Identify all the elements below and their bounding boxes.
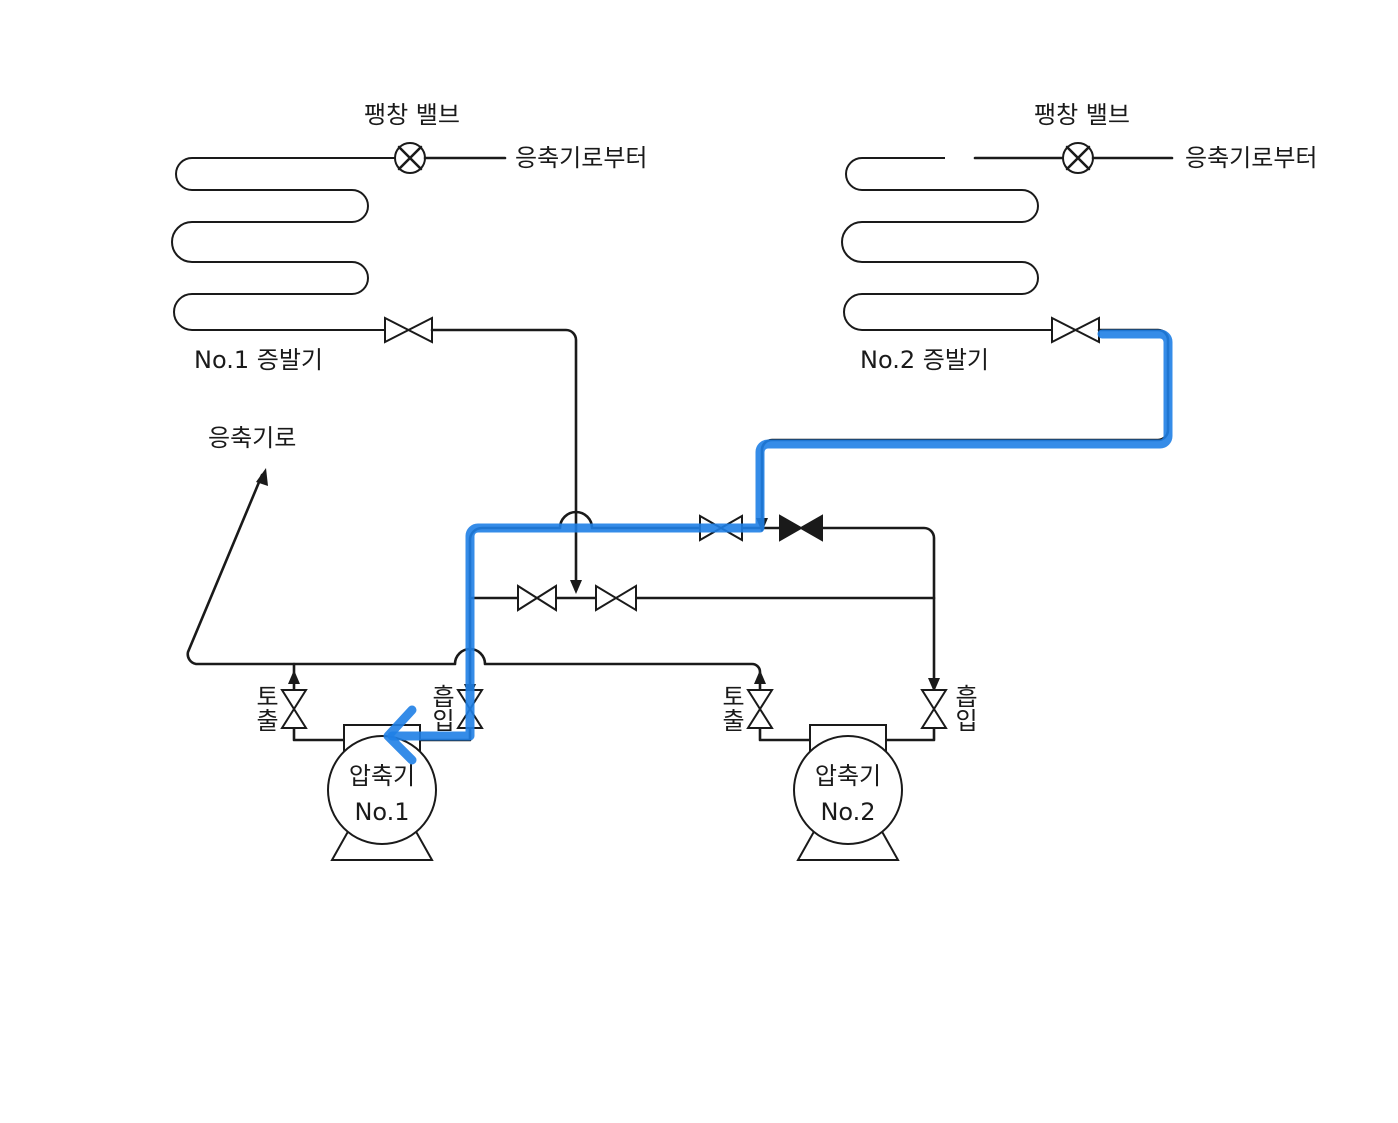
from-condenser-1-label: 응축기로부터 — [515, 144, 647, 172]
evaporator-1-outlet-valve-icon — [384, 316, 433, 344]
highlighted-flow-path — [383, 329, 1173, 765]
from-condenser-2-label: 응축기로부터 — [1185, 144, 1317, 172]
suction-valve-2-icon — [920, 689, 948, 729]
compressor-1-number: No.1 — [354, 798, 409, 826]
to-condenser-label: 응축기로 — [208, 424, 296, 452]
evaporator-1: 팽창 밸브 응축기로부터 No.1 증발기 — [171, 101, 647, 374]
flow-path-highlight — [387, 329, 1173, 741]
compressor-1-body — [327, 735, 437, 845]
discharge-valve-2-icon — [746, 689, 774, 729]
crossover-valve-1-icon — [517, 584, 557, 612]
compressor-2-number: No.2 — [820, 798, 875, 826]
valves — [280, 514, 948, 729]
evaporator-1-name: No.1 증발기 — [194, 346, 323, 374]
evaporator-1-coil — [171, 157, 395, 331]
piping — [186, 328, 1170, 742]
expansion-valve-1-label: 팽창 밸브 — [364, 101, 460, 129]
compressor-2-suction-label: 흡입 — [950, 684, 978, 732]
evaporator-2: 팽창 밸브 응축기로부터 No.2 증발기 — [841, 101, 1317, 374]
discharge-valve-1-icon — [280, 689, 308, 729]
compressor-1-suction-label: 흡입 — [427, 684, 455, 732]
expansion-valve-2-label: 팽창 밸브 — [1034, 101, 1130, 129]
evaporator-2-name: No.2 증발기 — [860, 346, 989, 374]
flow-direction-arrow — [383, 705, 417, 765]
compressor-1: 압축기 No.1 토출 흡입 — [251, 684, 455, 861]
compressor-1-title: 압축기 — [349, 762, 415, 790]
compressor-2-title: 압축기 — [815, 762, 881, 790]
compressor-2: 압축기 No.2 토출 흡입 — [717, 684, 978, 861]
compressor-1-discharge-label: 토출 — [251, 684, 279, 732]
evaporator-2-outlet-valve-icon — [1051, 316, 1100, 344]
compressor-2-discharge-label: 토출 — [717, 684, 745, 732]
evaporator-2-coil — [841, 157, 1052, 331]
crossover-valve-2-icon — [595, 584, 637, 612]
manifold-valve-closed-icon — [779, 514, 823, 542]
compressor-2-body — [793, 735, 903, 845]
